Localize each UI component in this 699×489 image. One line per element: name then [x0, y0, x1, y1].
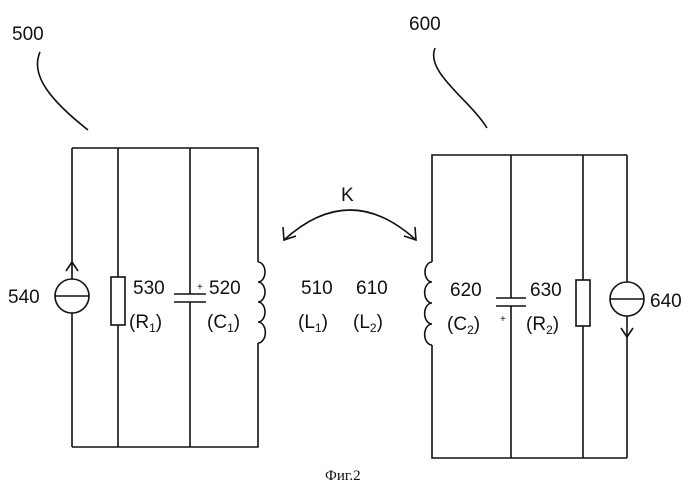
coupling-arrow-icon	[283, 210, 416, 240]
coupling-label-k: K	[341, 185, 354, 206]
source-label-540: 540	[8, 287, 40, 308]
resistor-530-icon	[111, 277, 125, 325]
capacitor-620-icon	[496, 298, 526, 306]
right-bottom-wire	[432, 345, 627, 458]
capacitor-520-ref: 520	[209, 278, 241, 299]
inductor-510-icon	[258, 262, 265, 343]
left-top-wire	[72, 148, 258, 262]
circuit-right	[425, 155, 644, 458]
leader-line-500	[37, 52, 88, 130]
inductor-610-ref: 610	[356, 278, 388, 299]
capacitor-620-symbol: (C2)	[447, 314, 480, 337]
capacitor-520-icon	[174, 294, 206, 302]
ref-label-600: 600	[409, 14, 441, 35]
capacitor-620-ref: 620	[450, 280, 482, 301]
capacitor-520-symbol: (C1)	[207, 312, 240, 335]
inductor-510-ref: 510	[301, 278, 333, 299]
capacitor-520-polarity: +	[197, 282, 203, 293]
resistor-630-ref: 630	[530, 280, 562, 301]
resistor-630-symbol: (R2)	[526, 314, 559, 337]
inductor-610-icon	[425, 262, 432, 345]
capacitor-620-polarity: +	[500, 314, 506, 325]
inductor-510-symbol: (L1)	[298, 312, 328, 335]
resistor-630-icon	[576, 280, 590, 326]
resistor-530-symbol: (R1)	[129, 312, 162, 335]
resistor-530-ref: 530	[133, 278, 165, 299]
inductor-610-symbol: (L2)	[353, 312, 383, 335]
ref-label-500: 500	[12, 24, 44, 45]
right-top-wire	[432, 155, 627, 262]
left-bottom-wire	[72, 343, 258, 447]
figure-caption: Фиг.2	[325, 468, 361, 484]
leader-line-600	[434, 48, 487, 128]
source-label-640: 640	[650, 291, 682, 312]
